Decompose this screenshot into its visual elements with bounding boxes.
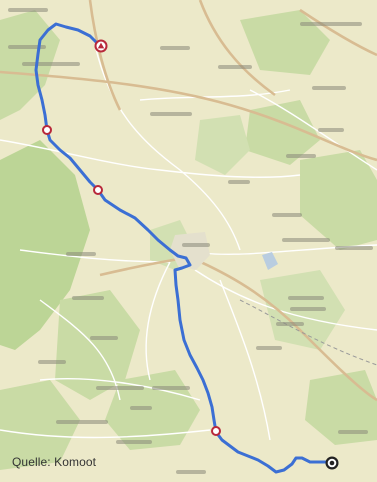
- waypoint-marker-icon: [211, 426, 221, 436]
- waypoint-marker[interactable]: [42, 125, 52, 135]
- route-line[interactable]: [34, 22, 334, 474]
- town-area: [170, 232, 278, 270]
- waypoint-marker[interactable]: [93, 185, 103, 195]
- map-source-caption: Quelle: Komoot: [12, 455, 97, 469]
- start-marker[interactable]: [94, 39, 108, 53]
- place-labels: [8, 8, 373, 474]
- finish-marker-icon: [329, 460, 335, 466]
- waypoint-marker-icon: [42, 125, 52, 135]
- waypoint-marker[interactable]: [211, 426, 221, 436]
- waypoint-marker-icon: [93, 185, 103, 195]
- railway-line: [239, 299, 377, 366]
- start-marker-icon: [97, 42, 105, 49]
- finish-marker[interactable]: [325, 456, 339, 470]
